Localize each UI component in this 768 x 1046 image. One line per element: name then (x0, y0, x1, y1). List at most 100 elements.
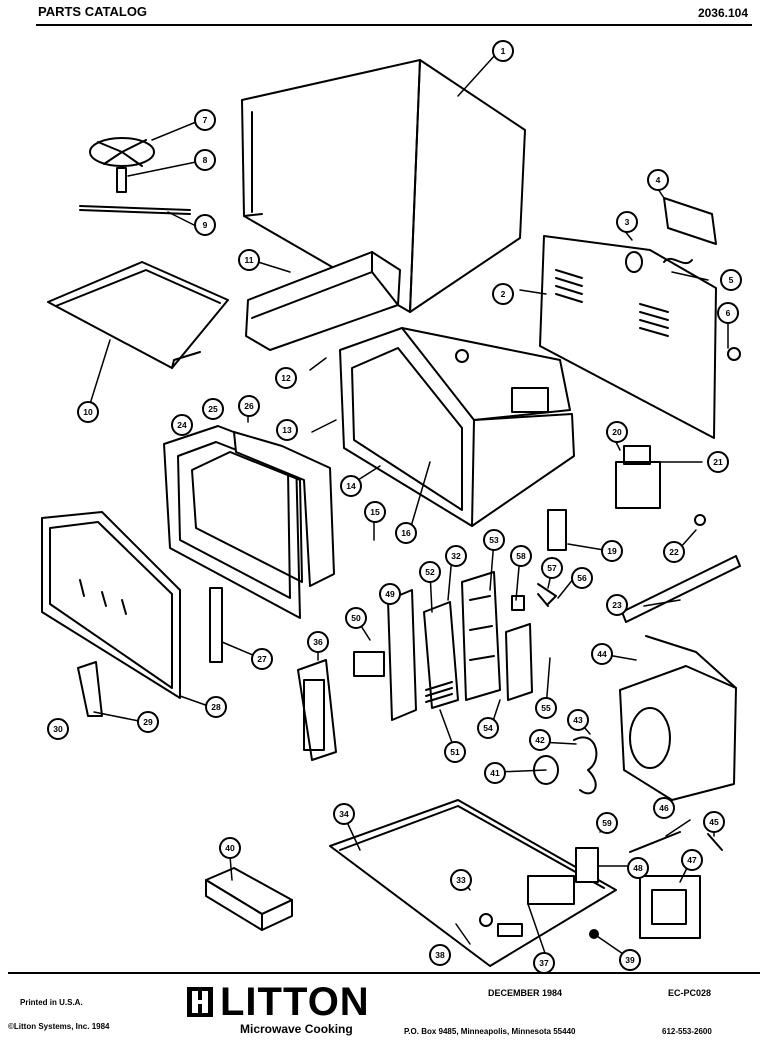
callout-number: 29 (143, 717, 153, 727)
callout-number: 51 (450, 747, 460, 757)
back-panel (539, 235, 717, 439)
callout-number: 32 (451, 551, 461, 561)
callout-1: 1 (492, 40, 514, 62)
callout-number: 55 (541, 703, 551, 713)
header-rule (36, 24, 752, 26)
callout-33: 33 (450, 869, 472, 891)
company-phone: 612-553-2600 (662, 1027, 712, 1036)
blower-housing (619, 635, 737, 801)
control-boards (353, 589, 459, 721)
callout-16: 16 (395, 522, 417, 544)
callout-59: 59 (596, 812, 618, 834)
callout-number: 52 (425, 567, 435, 577)
callout-56: 56 (571, 567, 593, 589)
switch-assembly (547, 509, 567, 551)
callout-number: 39 (625, 955, 635, 965)
callout-number: 26 (244, 401, 254, 411)
callout-number: 22 (669, 547, 679, 557)
footer-rule (8, 972, 760, 974)
callout-36: 36 (307, 631, 329, 653)
callout-number: 38 (435, 950, 445, 960)
callout-14: 14 (340, 475, 362, 497)
base-plate (329, 799, 617, 967)
callout-43: 43 (567, 709, 589, 731)
callout-number: 19 (607, 546, 617, 556)
callout-50: 50 (345, 607, 367, 629)
control-panel-frame (297, 659, 337, 761)
publication-date: DECEMBER 1984 (488, 988, 563, 998)
callout-number: 24 (177, 420, 187, 430)
callout-37: 37 (533, 952, 555, 974)
callout-24: 24 (171, 414, 193, 436)
callout-number: 13 (282, 425, 292, 435)
callout-32: 32 (445, 545, 467, 567)
callout-44: 44 (591, 643, 613, 665)
callout-5: 5 (720, 269, 742, 291)
callout-55: 55 (535, 697, 557, 719)
brand-name: LITTON (220, 980, 370, 1024)
callout-28: 28 (205, 696, 227, 718)
callout-20: 20 (606, 421, 628, 443)
callout-25: 25 (202, 398, 224, 420)
relay-plate (505, 623, 533, 701)
callout-number: 57 (547, 563, 557, 573)
lamp-bracket-parts (625, 197, 741, 361)
magnetron (615, 445, 661, 509)
callout-27: 27 (251, 648, 273, 670)
callout-21: 21 (707, 451, 729, 473)
callout-number: 34 (339, 809, 349, 819)
callout-29: 29 (137, 711, 159, 733)
callout-54: 54 (477, 717, 499, 739)
callout-number: 44 (597, 649, 607, 659)
callout-number: 23 (612, 600, 622, 610)
door-panel (41, 511, 181, 699)
callout-number: 4 (656, 175, 661, 185)
callout-49: 49 (379, 583, 401, 605)
callout-number: 1 (501, 46, 506, 56)
brand-subtitle: Microwave Cooking (240, 1022, 353, 1036)
callout-4: 4 (647, 169, 669, 191)
callout-23: 23 (606, 594, 628, 616)
callout-38: 38 (429, 944, 451, 966)
callout-number: 41 (490, 768, 500, 778)
callout-number: 21 (713, 457, 723, 467)
callout-number: 14 (346, 481, 356, 491)
callout-number: 6 (726, 308, 731, 318)
catalog-code: EC-PC028 (668, 988, 712, 998)
callout-number: 53 (489, 535, 499, 545)
callout-number: 33 (456, 875, 466, 885)
oven-cavity (339, 327, 575, 527)
outer-cabinet (241, 59, 526, 313)
callout-number: 3 (625, 217, 630, 227)
callout-number: 9 (203, 220, 208, 230)
litton-logo-mark-icon (187, 987, 213, 1017)
callout-57: 57 (541, 557, 563, 579)
catalog-title: PARTS CATALOG (38, 4, 148, 19)
callout-34: 34 (333, 803, 355, 825)
callout-47: 47 (681, 849, 703, 871)
thermal-strip (621, 514, 741, 623)
callout-number: 7 (203, 115, 208, 125)
callout-46: 46 (653, 797, 675, 819)
callout-number: 20 (612, 427, 622, 437)
callout-number: 30 (53, 724, 63, 734)
callout-number: 50 (351, 613, 361, 623)
callout-number: 58 (516, 551, 526, 561)
callout-number: 15 (370, 507, 380, 517)
callout-19: 19 (601, 540, 623, 562)
transformer (639, 875, 701, 939)
callout-number: 46 (659, 803, 669, 813)
accessory-box (205, 867, 293, 931)
callout-58: 58 (510, 545, 532, 567)
callout-number: 12 (281, 373, 291, 383)
callout-number: 11 (245, 255, 254, 265)
callout-42: 42 (529, 729, 551, 751)
callout-number: 2 (501, 289, 506, 299)
callout-number: 27 (257, 654, 267, 664)
callout-number: 25 (208, 404, 218, 414)
callout-53: 53 (483, 529, 505, 551)
callout-30: 30 (47, 718, 69, 740)
callout-number: 54 (483, 723, 493, 733)
callout-9: 9 (194, 214, 216, 236)
